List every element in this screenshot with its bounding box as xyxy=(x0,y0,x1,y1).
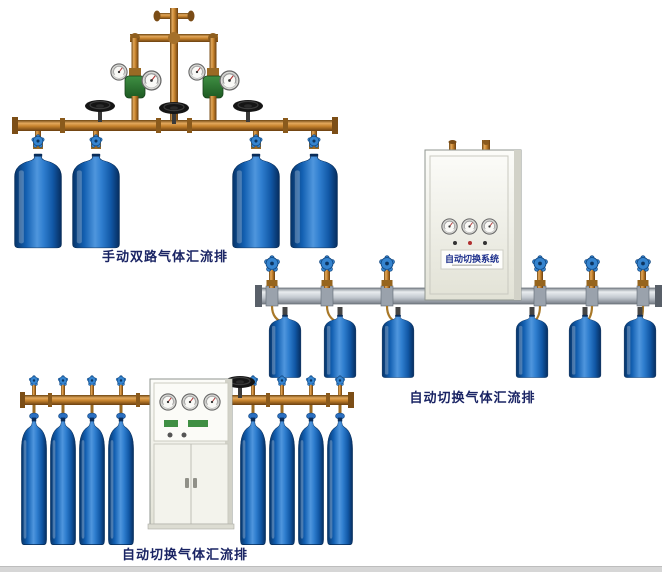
blue-handwheel-icon xyxy=(28,375,40,386)
pressure-gauge-icon xyxy=(188,63,206,81)
gas-cylinder xyxy=(623,314,657,378)
blue-handwheel-icon xyxy=(115,375,127,386)
pipe-end-flange xyxy=(12,117,18,134)
cylinder-connection xyxy=(249,131,263,149)
rail-end-cap xyxy=(655,285,662,307)
pressure-regulator-left xyxy=(110,63,162,122)
green-label xyxy=(188,420,208,427)
blue-handwheel-icon xyxy=(264,255,280,272)
product-photo-auto-switch-manifold-2 xyxy=(20,375,354,546)
pressure-regulator-right xyxy=(188,63,240,122)
blue-handwheel-icon xyxy=(379,255,395,272)
pipe-end-flange xyxy=(20,392,25,408)
product-photo-manual-dual-manifold xyxy=(12,8,338,249)
gas-cylinder xyxy=(323,314,357,378)
gas-cylinder xyxy=(297,417,325,546)
blue-handwheel-icon xyxy=(89,134,103,148)
blue-handwheel-icon xyxy=(584,255,600,272)
blue-handwheel-icon xyxy=(319,255,335,272)
rail-connectors xyxy=(264,255,651,307)
green-label xyxy=(164,420,178,427)
blue-handwheel-icon xyxy=(86,375,98,386)
pipe-collar xyxy=(48,393,52,407)
indicator-light xyxy=(468,241,472,245)
product-photo-auto-switch-manifold: 自动切换系统 xyxy=(255,140,662,378)
pressure-gauge-icon xyxy=(141,70,162,91)
main-manifold-pipe xyxy=(14,120,336,131)
pipe-collar xyxy=(156,118,161,133)
pipe-end-flange xyxy=(332,117,338,134)
gas-cylinder xyxy=(515,314,549,378)
black-valve-handwheel-icon xyxy=(84,99,116,123)
pipe-end-flange xyxy=(348,392,354,408)
door-handle xyxy=(185,478,189,488)
pressure-gauge-icon xyxy=(461,218,478,235)
gas-cylinder xyxy=(268,314,302,378)
pressure-gauge-icon xyxy=(481,218,498,235)
control-cabinet xyxy=(147,378,235,530)
gas-cylinder xyxy=(107,417,135,546)
blue-handwheel-icon xyxy=(57,375,69,386)
gas-cylinder xyxy=(568,314,602,378)
gas-cylinder xyxy=(72,153,120,249)
gas-cylinder xyxy=(239,417,267,546)
drop-pipe xyxy=(209,38,217,70)
pipe-collar xyxy=(283,118,288,133)
pressure-gauge-icon xyxy=(219,70,240,91)
control-cabinet: 自动切换系统 xyxy=(424,140,522,301)
cabinet-label: 自动切换系统 xyxy=(445,253,499,264)
cross-fitting xyxy=(168,32,180,44)
cylinder-connection xyxy=(89,131,103,149)
product-caption-auto-switch-2: 自动切换气体汇流排 xyxy=(121,547,248,562)
gas-cylinder xyxy=(268,417,296,546)
blue-handwheel-icon xyxy=(305,375,317,386)
blue-handwheel-icon xyxy=(31,134,45,148)
rail-end-cap xyxy=(255,285,262,307)
pressure-gauge-icon xyxy=(203,393,221,411)
indicator-light xyxy=(453,241,457,245)
blue-handwheel-icon xyxy=(532,255,548,272)
cabinet-nameplate xyxy=(440,249,504,270)
pipe-collar xyxy=(266,393,270,407)
blue-handwheel-icon xyxy=(635,255,651,272)
pressure-gauge-icon xyxy=(441,218,458,235)
indicator-light xyxy=(483,241,487,245)
center-riser-pipe xyxy=(170,16,178,122)
gas-cylinder xyxy=(78,417,106,546)
control-knob xyxy=(167,432,173,438)
cylinder-connection xyxy=(307,131,321,149)
cabinet-subtext-line xyxy=(452,264,492,266)
cylinder-bank xyxy=(268,307,657,378)
drop-pipe xyxy=(131,38,139,70)
pipe-collar xyxy=(326,393,330,407)
pipe-collar xyxy=(60,118,65,133)
gas-cylinder xyxy=(20,417,48,546)
gas-cylinder xyxy=(381,314,415,378)
pipe-collar xyxy=(187,118,192,133)
product-caption-manual-dual-manifold: 手动双路气体汇流排 xyxy=(101,249,228,264)
black-valve-handwheel-icon xyxy=(232,99,264,123)
cylinder-connection xyxy=(31,131,45,149)
product-caption-auto-switch-1: 自动切换气体汇流排 xyxy=(409,390,536,405)
cylinder-bank xyxy=(20,405,354,546)
pipe-collar xyxy=(136,393,140,407)
page-bottom-border xyxy=(0,566,662,572)
gas-cylinder xyxy=(14,153,62,249)
gas-cylinder xyxy=(49,417,77,546)
control-knob xyxy=(181,432,187,438)
pressure-gauge-icon xyxy=(181,393,199,411)
gas-cylinder xyxy=(326,417,354,546)
door-handle xyxy=(193,478,197,488)
pressure-gauge-icon xyxy=(110,63,128,81)
pipe-risers xyxy=(28,375,346,395)
pressure-gauge-icon xyxy=(159,393,177,411)
blue-handwheel-icon xyxy=(334,375,346,386)
blue-handwheel-icon xyxy=(276,375,288,386)
